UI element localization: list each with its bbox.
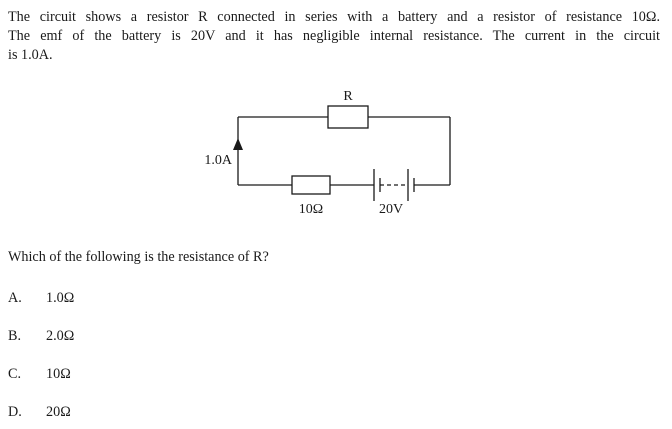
option-value: 10Ω [46,366,71,382]
resistor-fixed [291,175,331,195]
option-letter: D. [8,404,22,420]
option-value: 2.0Ω [46,328,75,344]
option-b[interactable]: B. 2.0Ω [8,328,74,345]
current-arrow-icon [233,138,243,150]
option-letter: B. [8,328,22,344]
battery [373,169,415,201]
option-d[interactable]: D. 20Ω [8,404,71,421]
intro-line: The circuit shows a resistor R connected… [8,9,660,25]
current-label: 1.0A [204,153,233,168]
intro-line: The emf of the battery is 20V and it has… [8,28,660,44]
resistor-r-label: R [343,89,353,104]
option-value: 20Ω [46,404,71,420]
intro-line: is 1.0A. [8,47,53,63]
option-letter: C. [8,366,22,382]
option-letter: A. [8,290,22,306]
question-text: Which of the following is the resistance… [8,249,269,265]
battery-label: 20V [379,202,403,217]
option-value: 1.0Ω [46,290,75,306]
resistor-fixed-label: 10Ω [299,202,323,217]
option-a[interactable]: A. 1.0Ω [8,290,74,307]
option-c[interactable]: C. 10Ω [8,366,71,383]
intro-paragraph: The circuit shows a resistor R connected… [8,8,660,65]
resistor-r [327,105,369,129]
